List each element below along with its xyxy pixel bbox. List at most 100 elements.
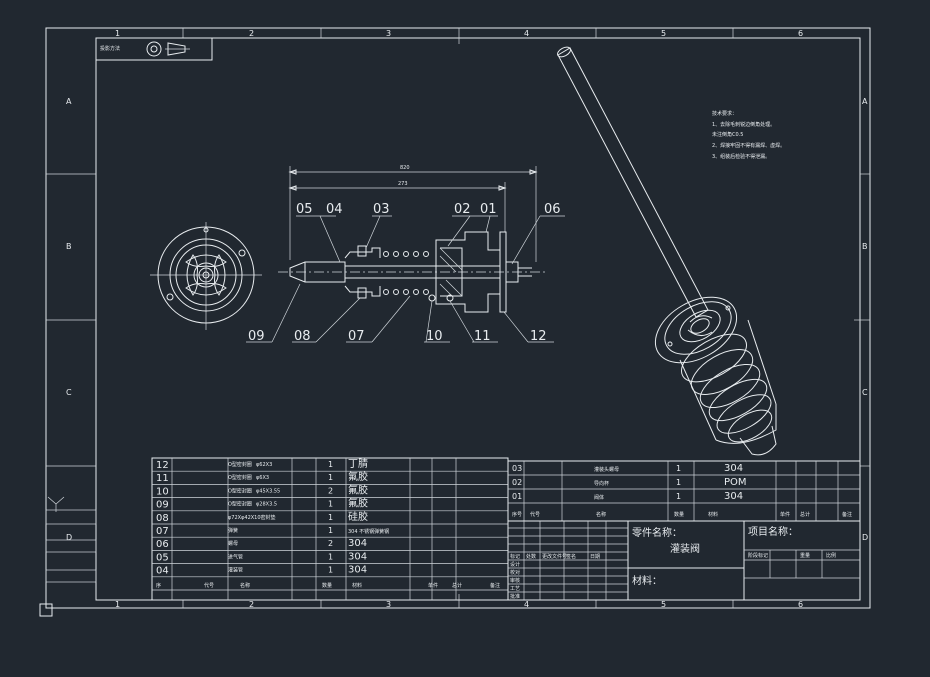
- grid-labels-right: A B C D: [862, 97, 868, 542]
- row-label-left-c: C: [66, 388, 72, 397]
- isometric-view: [557, 46, 777, 456]
- corner-square: [39, 603, 53, 617]
- sign-row-label: 校对: [510, 569, 520, 576]
- bom-right-no: 03: [512, 464, 522, 473]
- bom-left-header: 备注: [490, 582, 500, 589]
- bom-left-material: 304: [348, 551, 367, 562]
- col-label-top-6: 6: [798, 29, 803, 38]
- row-label-right-c: C: [862, 388, 868, 397]
- bom-right-name: 灌装头螺母: [594, 466, 619, 473]
- tech-req-line-1: 1、去除毛刺锐边倒角处理。: [712, 121, 775, 128]
- bom-left-material: 304: [348, 565, 367, 576]
- section-view: 820 273: [278, 165, 548, 313]
- projection-label: 投影方法: [100, 45, 120, 52]
- callout-12: 12: [530, 329, 547, 344]
- callout-07: 07: [348, 329, 365, 344]
- end-view: [150, 222, 262, 330]
- bom-right-header: 序号: [512, 511, 522, 518]
- bom-left-qty: 1: [328, 552, 333, 561]
- col-label-bottom-4: 4: [524, 600, 529, 609]
- leader-lines: [246, 215, 565, 343]
- grid-labels-top: 1 2 3 4 5 6: [115, 29, 803, 38]
- callouts: 05 04 03 02 01 06 09 08 07 10 11 12: [248, 202, 561, 344]
- sign-col-label: 标记: [510, 553, 520, 560]
- outer-frame: [45, 27, 871, 609]
- callout-02: 02: [454, 202, 471, 217]
- bom-left-qty: 1: [328, 513, 333, 522]
- callout-03: 03: [373, 202, 390, 217]
- callout-10: 10: [426, 329, 443, 344]
- bom-left-spec: φ45X3.55: [256, 488, 280, 494]
- sign-col-label: 处数: [526, 553, 536, 560]
- projection-box: 投影方法: [95, 37, 213, 61]
- bom-left-name: φ72Xφ42X10密封垫: [228, 514, 276, 521]
- callout-05: 05: [296, 202, 313, 217]
- col-label-bottom-1: 1: [115, 600, 120, 609]
- bom-left-header: 材料: [352, 582, 362, 589]
- sign-row-label: 工艺: [510, 586, 520, 592]
- bom-right-material: 304: [724, 491, 743, 502]
- row-label-right-a: A: [862, 97, 868, 106]
- bom-left-header: 序: [156, 582, 161, 589]
- bom-right-no: 02: [512, 478, 522, 487]
- row-label-left-b: B: [66, 242, 72, 251]
- bom-left-header: 代号: [204, 582, 214, 589]
- tech-req-line-2: 未注倒角C0.5: [712, 131, 743, 138]
- bom-right-qty: 1: [676, 478, 681, 487]
- bom-left-no: 11: [156, 473, 169, 484]
- bom-left-header: 数量: [322, 582, 332, 589]
- bom-left-header: 单件: [428, 582, 438, 589]
- sign-col-label: 签名: [566, 553, 576, 560]
- col-label-bottom-3: 3: [386, 600, 391, 609]
- stage-label-1: 阶段标记: [748, 552, 768, 559]
- bom-right-qty: 1: [676, 492, 681, 501]
- tech-req-line-3: 2、焊接牢固不得有漏焊、虚焊。: [712, 142, 785, 149]
- bom-right-header: 材料: [708, 511, 718, 518]
- bom-left-material: 氟胶: [348, 483, 368, 496]
- bom-left-qty: 2: [328, 539, 333, 548]
- bom-left-name: O型密封圈: [228, 487, 252, 494]
- bom-left-no: 05: [156, 552, 169, 563]
- bom-left-name: O型密封圈: [228, 474, 252, 481]
- stage-label-2: 重量: [800, 552, 810, 559]
- grid-labels-bottom: 1 2 3 4 5 6: [115, 600, 803, 609]
- sign-col-label: 更改文件号: [542, 553, 567, 560]
- bom-left-name: O型密封圈: [228, 461, 252, 468]
- bom-right-material: 304: [724, 463, 743, 474]
- callout-01: 01: [480, 202, 497, 217]
- bom-left-spec: φ62X3: [256, 462, 272, 468]
- top-grid: [46, 28, 870, 608]
- sign-col-label: 日期: [590, 554, 600, 560]
- callout-04: 04: [326, 202, 343, 217]
- bom-right-no: 01: [512, 492, 522, 501]
- bom-right-header: 数量: [674, 511, 684, 518]
- bom-left-spec: φ28X3.5: [256, 502, 277, 508]
- callout-08: 08: [294, 329, 311, 344]
- callout-11: 11: [474, 329, 491, 344]
- bom-left-no: 04: [156, 566, 169, 577]
- bom-left-name: 弹簧: [228, 527, 238, 534]
- bom-left-material: 氟胶: [348, 470, 368, 483]
- bom-left-no: 08: [156, 513, 169, 524]
- grid-labels-left: A B C D: [66, 97, 72, 542]
- bom-left-qty: 2: [328, 486, 333, 495]
- callout-09: 09: [248, 329, 265, 344]
- bom-left-qty: 1: [328, 460, 333, 469]
- bom-right-header: 备注: [842, 511, 852, 518]
- col-label-top-5: 5: [661, 29, 666, 38]
- bom-left-name: O型密封圈: [228, 501, 252, 508]
- bom-left-qty: 1: [328, 473, 333, 482]
- project-label: 项目名称：: [748, 525, 798, 538]
- col-label-bottom-6: 6: [798, 600, 803, 609]
- bom-left-material: 丁腈: [348, 457, 368, 470]
- bom-left-material: 硅胶: [348, 510, 368, 523]
- bom-left-no: 09: [156, 500, 169, 511]
- material-label: 材料：: [632, 574, 662, 587]
- bom-left-no: 12: [156, 460, 169, 471]
- bom-left-no: 06: [156, 539, 169, 550]
- bom-left-qty: 1: [328, 500, 333, 509]
- bom-left-qty: 1: [328, 526, 333, 535]
- row-label-right-b: B: [862, 242, 868, 251]
